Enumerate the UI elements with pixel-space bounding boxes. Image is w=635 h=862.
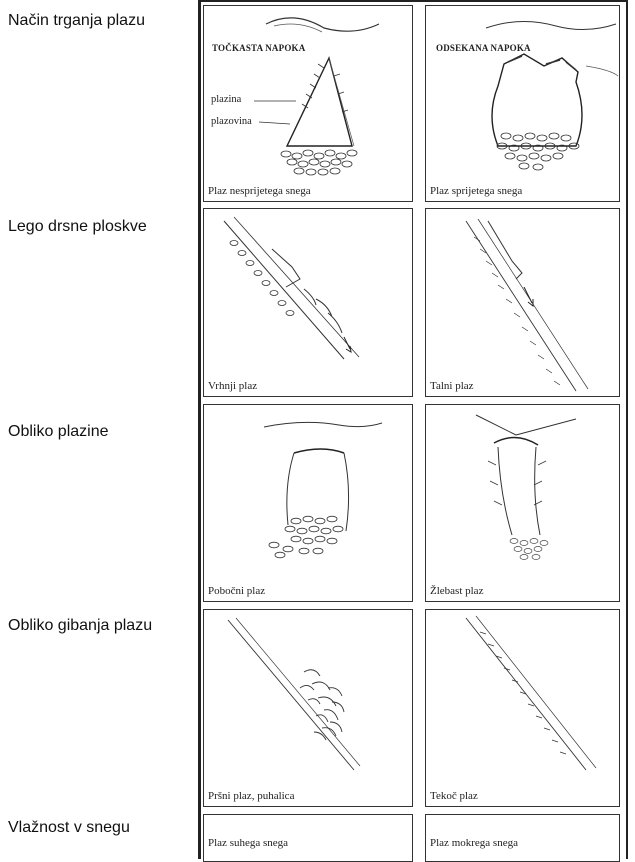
powder-avalanche-drawing xyxy=(204,610,412,806)
row-label-snow-moisture: Vlažnost v snegu xyxy=(8,819,130,837)
panel-surface-avalanche: Vrhnji plaz xyxy=(203,208,413,397)
dry-snow-caption: Plaz suhega snega xyxy=(208,837,288,849)
slope-avalanche-caption: Pobočni plaz xyxy=(208,585,265,597)
deposit-label: plazovina xyxy=(211,116,252,127)
panel-ground-avalanche: Talni plaz xyxy=(425,208,620,397)
wet-snow-caption: Plaz mokrega snega xyxy=(430,837,518,849)
panel-wet-snow-avalanche: Plaz mokrega snega xyxy=(425,814,620,862)
panel-gully-avalanche: Žlebast plaz xyxy=(425,404,620,602)
slab-release-header: ODSEKANA NAPOKA xyxy=(436,43,531,53)
point-release-header: TOČKASTA NAPOKA xyxy=(212,43,305,53)
row-label-motion-type: Obliko gibanja plazu xyxy=(8,617,152,635)
panel-point-release: TOČKASTA NAPOKA plazina plazovina Plaz n… xyxy=(203,5,413,202)
diagram-sheet: TOČKASTA NAPOKA plazina plazovina Plaz n… xyxy=(198,0,635,859)
panel-slope-avalanche: Pobočni plaz xyxy=(203,404,413,602)
row-label-avalanche-shape: Obliko plazine xyxy=(8,423,109,441)
point-release-caption: Plaz nesprijetega snega xyxy=(208,185,311,197)
panel-powder-avalanche: Pršni plaz, puhalica xyxy=(203,609,413,807)
panel-slab-release: ODSEKANA NAPOKA Plaz sprijetega snega xyxy=(425,5,620,202)
release-zone-label: plazina xyxy=(211,94,241,105)
flowing-avalanche-caption: Tekoč plaz xyxy=(430,790,478,802)
surface-avalanche-caption: Vrhnji plaz xyxy=(208,380,257,392)
gully-avalanche-drawing xyxy=(426,405,619,601)
panel-flowing-avalanche: Tekoč plaz xyxy=(425,609,620,807)
ground-avalanche-drawing xyxy=(426,209,619,396)
slope-avalanche-drawing xyxy=(204,405,412,601)
row-label-sliding-surface: Lego drsne ploskve xyxy=(8,218,147,236)
flowing-avalanche-drawing xyxy=(426,610,619,806)
slab-release-drawing xyxy=(426,6,619,201)
ground-avalanche-caption: Talni plaz xyxy=(430,380,474,392)
row-label-release-type: Način trganja plazu xyxy=(8,12,145,30)
slab-release-caption: Plaz sprijetega snega xyxy=(430,185,522,197)
surface-avalanche-drawing xyxy=(204,209,412,396)
powder-avalanche-caption: Pršni plaz, puhalica xyxy=(208,790,294,802)
gully-avalanche-caption: Žlebast plaz xyxy=(430,585,483,597)
panel-dry-snow-avalanche: Plaz suhega snega xyxy=(203,814,413,862)
